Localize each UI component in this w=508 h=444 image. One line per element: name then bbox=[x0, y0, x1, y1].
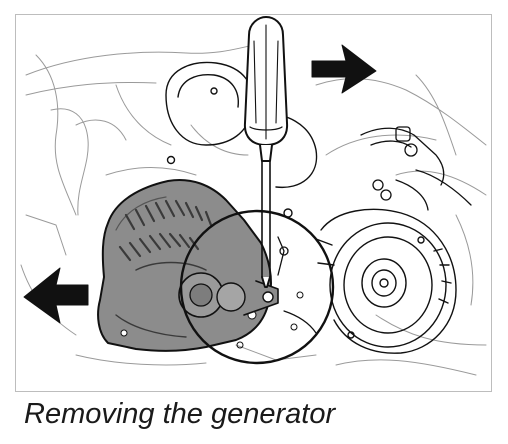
figure-frame bbox=[15, 14, 492, 392]
ac-compressor-pulley bbox=[315, 208, 457, 354]
arrow-left bbox=[23, 267, 89, 324]
hose-bracket bbox=[360, 126, 472, 211]
generator bbox=[97, 179, 279, 352]
engine-illustration bbox=[20, 16, 487, 376]
detail-circle bbox=[179, 209, 335, 365]
screwdriver bbox=[243, 16, 289, 288]
figure-caption: Removing the generator bbox=[24, 398, 336, 430]
arrow-right bbox=[311, 44, 377, 94]
